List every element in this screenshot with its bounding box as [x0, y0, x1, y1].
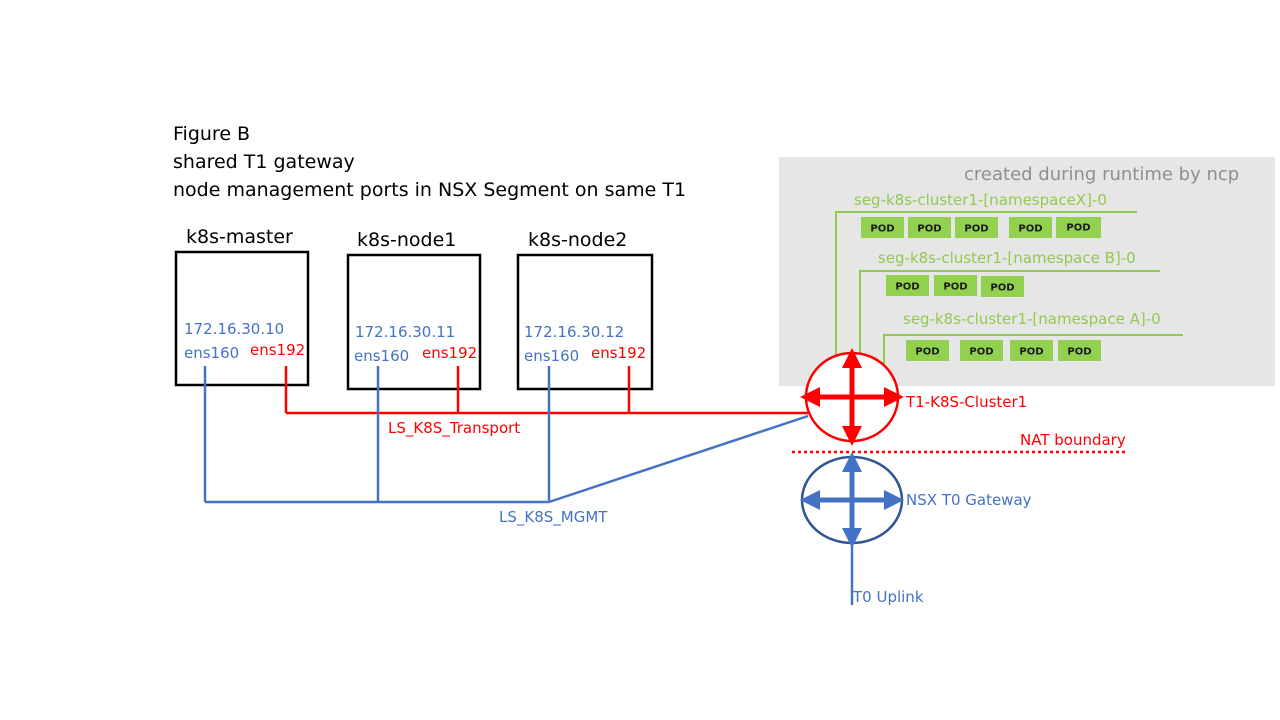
- nat-boundary-label: NAT boundary: [1020, 431, 1126, 449]
- pod-group-namespacex: POD POD POD POD POD: [861, 217, 1101, 238]
- pod-label: POD: [1066, 223, 1090, 234]
- t0-gateway-router-icon: [800, 452, 904, 548]
- mgmt-network: [203, 366, 809, 504]
- node-mgmt-if-node1: ens160: [354, 347, 409, 365]
- pod-label: POD: [969, 347, 993, 358]
- runtime-label: created during runtime by ncp: [964, 164, 1239, 185]
- segment-line-namespace-a: [883, 334, 1183, 366]
- t1-gateway-label: T1-K8S-Cluster1: [905, 393, 1027, 411]
- pod-box: [1056, 217, 1101, 238]
- pod-label: POD: [895, 282, 919, 293]
- pod-label: POD: [917, 224, 941, 235]
- node-mgmt-if-node2: ens160: [524, 347, 579, 365]
- node-title-node1: k8s-node1: [357, 229, 456, 251]
- pod-box: [981, 276, 1024, 297]
- node-transport-if-master: ens192: [250, 341, 305, 359]
- pod-box: [908, 217, 951, 238]
- node-ip-node1: 172.16.30.11: [355, 323, 455, 341]
- pod-box: [934, 275, 977, 296]
- segment-label-namespace-a: seg-k8s-cluster1-[namespace A]-0: [903, 310, 1161, 328]
- pod-box: [960, 340, 1003, 361]
- node-title-master: k8s-master: [186, 226, 293, 248]
- pod-label: POD: [943, 282, 967, 293]
- transport-network: [284, 366, 808, 415]
- mgmt-network-label: LS_K8S_MGMT: [499, 508, 608, 527]
- t1-gateway-router-icon: [800, 348, 904, 446]
- t0-uplink-label: T0 Uplink: [852, 588, 924, 606]
- segment-label-namespacex: seg-k8s-cluster1-[namespaceX]-0: [854, 191, 1107, 209]
- pod-group-namespace-a: POD POD POD POD: [906, 340, 1101, 361]
- t0-gateway-label: NSX T0 Gateway: [906, 491, 1032, 509]
- figure-title: Figure B: [173, 123, 250, 145]
- pod-label: POD: [990, 283, 1014, 294]
- pod-box: [886, 275, 929, 296]
- segment-line-namespace-b: [859, 270, 1160, 366]
- pod-label: POD: [1019, 347, 1043, 358]
- pod-label: POD: [870, 224, 894, 235]
- node-ip-node2: 172.16.30.12: [524, 323, 624, 341]
- segment-label-namespace-b: seg-k8s-cluster1-[namespace B]-0: [878, 249, 1136, 267]
- node-title-node2: k8s-node2: [528, 229, 627, 251]
- node-mgmt-if-master: ens160: [184, 344, 239, 362]
- figure-subtitle: shared T1 gateway: [173, 151, 355, 173]
- pod-box: [1058, 340, 1101, 361]
- node-box-node2: [516, 253, 654, 391]
- pod-box: [1010, 340, 1053, 361]
- pod-box: [861, 217, 904, 238]
- pod-label: POD: [964, 224, 988, 235]
- transport-network-label: LS_K8S_Transport: [388, 419, 520, 438]
- node-box-master: [174, 250, 310, 387]
- pod-label: POD: [915, 347, 939, 358]
- pod-box: [955, 217, 998, 238]
- pod-box: [1009, 217, 1052, 238]
- pod-group-namespace-b: POD POD POD: [886, 275, 1024, 297]
- node-ip-master: 172.16.30.10: [184, 320, 284, 338]
- pod-box: [906, 340, 949, 361]
- figure-description: node management ports in NSX Segment on …: [173, 179, 686, 201]
- segment-line-namespacex: [835, 211, 1137, 368]
- node-transport-if-node1: ens192: [422, 344, 477, 362]
- pod-label: POD: [1067, 347, 1091, 358]
- node-box-node1: [346, 253, 482, 391]
- pod-label: POD: [1018, 224, 1042, 235]
- node-transport-if-node2: ens192: [591, 344, 646, 362]
